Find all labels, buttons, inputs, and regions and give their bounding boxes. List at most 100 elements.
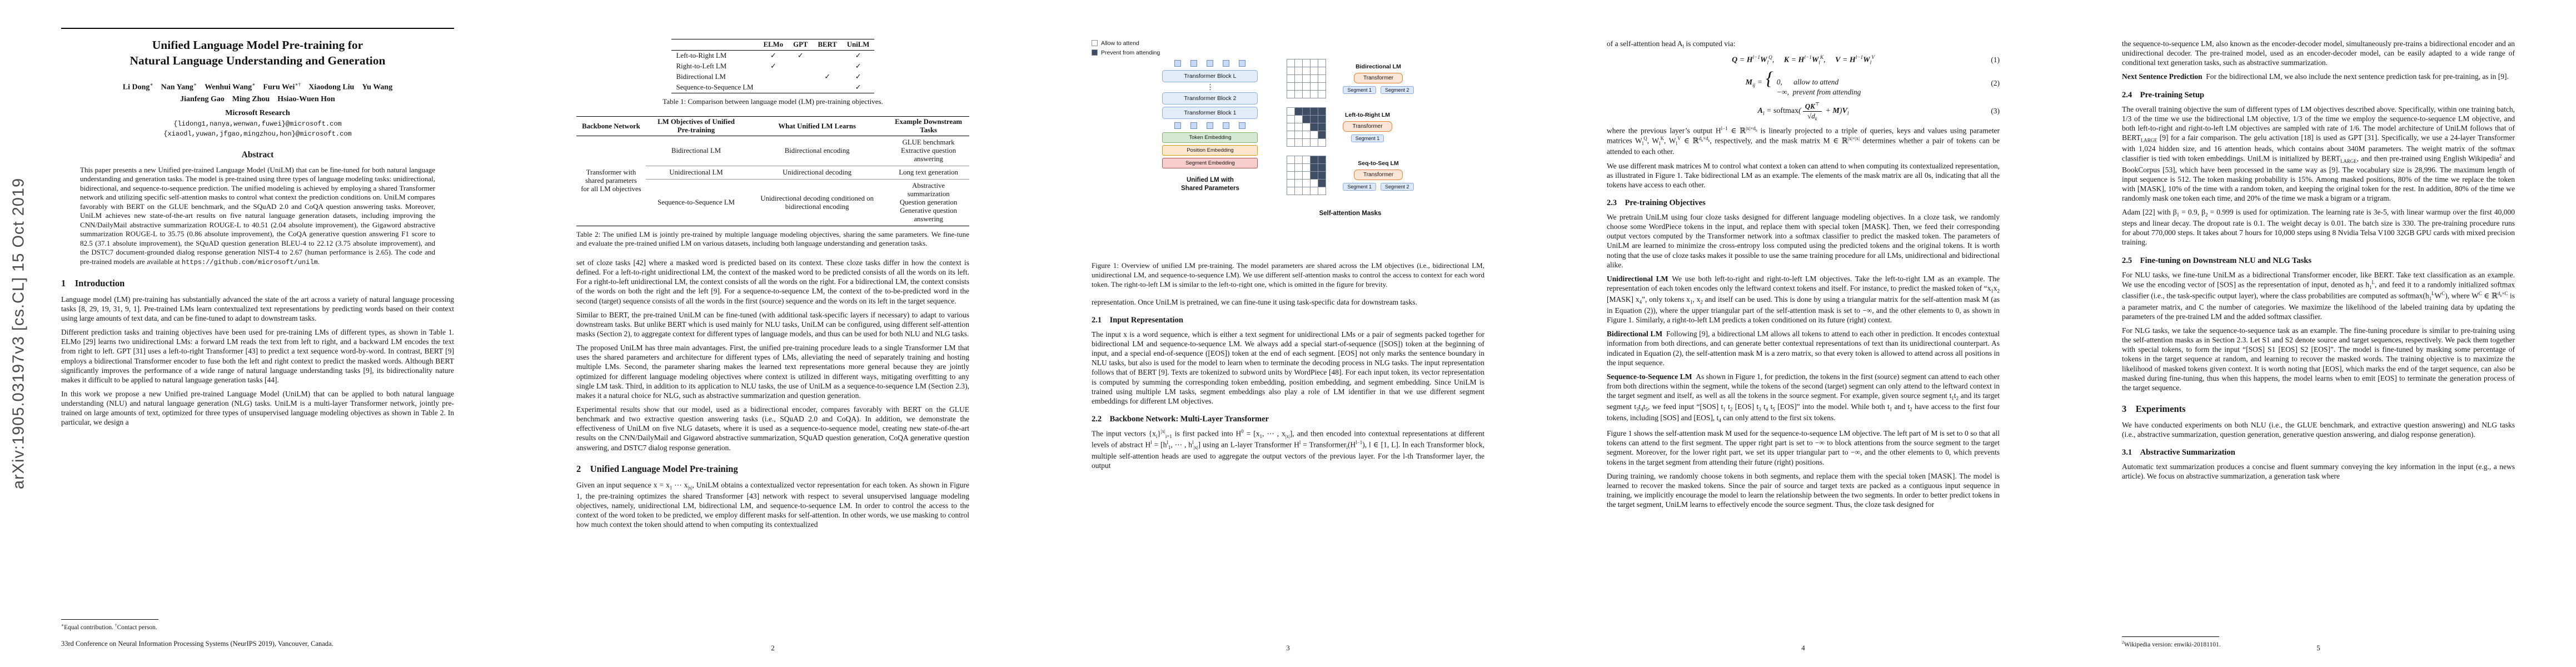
paragraph: In this work we propose a new Unified pr… xyxy=(61,390,454,427)
paragraph: of a self-attention head Al is computed … xyxy=(1607,39,1736,49)
section-heading-unilm-pretraining: 2 Unified Language Model Pre-training xyxy=(576,463,738,474)
table1-header: BERT xyxy=(813,39,842,51)
paragraph: representation. Once UniLM is pretrained… xyxy=(1092,297,1417,306)
check-cell: ✓ xyxy=(855,62,861,70)
page-2: ELMo GPT BERT UniLM Left-to-Right LM ✓ ✓… xyxy=(515,0,1030,667)
table-row: Bidirectional LM ✓ ✓ xyxy=(671,72,875,82)
seq-to-seq-lm-diagram: Seq-to-Seq LM Transformer Segment 1 Segm… xyxy=(1343,160,1414,191)
page-number: 2 xyxy=(771,644,775,652)
page5-footnote-block: 2Wikipedia version: enwiki-20181101. xyxy=(2122,636,2515,648)
token-embedding-bar: Token Embedding xyxy=(1162,132,1258,143)
table2-header: Example Downstream Tasks xyxy=(888,116,969,136)
figure-legend: Allow to attend Prevent from attending xyxy=(1092,39,1160,58)
table-row: Sequence-to-Sequence LM Unidirectional d… xyxy=(576,179,969,226)
check-cell: ✓ xyxy=(841,82,875,93)
subsection-heading-finetuning: 2.5 Fine-tuning on Downstream NLU and NL… xyxy=(2122,256,2311,265)
figure1-caption: Figure 1: Overview of unified LM pre-tra… xyxy=(1092,261,1484,288)
check-cell: ✓ xyxy=(797,52,804,59)
section-heading-introduction: 1 Introduction xyxy=(61,277,125,288)
table1-header: GPT xyxy=(788,39,813,51)
transformer-mini-box: Transformer xyxy=(1343,121,1392,132)
paragraph: We use different mask matrices M to cont… xyxy=(1607,161,2000,189)
segment-2-box: Segment 2 xyxy=(1381,86,1414,94)
check-cell: ✓ xyxy=(824,73,830,81)
check-cell: ✓ xyxy=(770,52,776,59)
page-1: arXiv:1905.03197v3 [cs.CL] 15 Oct 2019 U… xyxy=(0,0,515,667)
paragraph-bidirectional-lm: Bidirectional LM Following [9], a bidire… xyxy=(1607,330,2000,367)
table1-header xyxy=(671,39,759,51)
authors-line-1: Li Dong∗ Nan Yang∗ Wenhui Wang∗ Furu Wei… xyxy=(122,81,393,92)
check-cell xyxy=(813,51,841,62)
check-cell xyxy=(788,61,813,72)
affiliation: Microsoft Research xyxy=(225,108,290,117)
paragraph: set of cloze tasks [42] where a masked w… xyxy=(576,258,969,305)
paragraph: Language model (LM) pre-training has sub… xyxy=(61,295,454,323)
github-link[interactable]: https://github.com/microsoft/unilm xyxy=(182,258,318,266)
table-row: Sequence-to-Sequence LM ✓ xyxy=(671,82,875,93)
transformer-mini-box: Transformer xyxy=(1353,170,1403,180)
paragraph-unidirectional-lm: Unidirectional LM We use both left-to-ri… xyxy=(1607,274,2000,325)
page-number: 5 xyxy=(2316,644,2320,652)
paragraph: The input vectors {xi}|x|i=1 is first pa… xyxy=(1092,428,1485,470)
paper-title: Unified Language Model Pre-training for … xyxy=(61,38,454,69)
paragraph: For NLG tasks, we take the sequence-to-s… xyxy=(2122,326,2515,392)
check-cell xyxy=(759,72,789,82)
segment-1-box: Segment 1 xyxy=(1351,135,1384,142)
paragraph: where the previous layer’s output Hl−1 ∈… xyxy=(1607,126,2000,156)
equation-number: (2) xyxy=(1991,78,2000,87)
paragraph: Automatic text summarization produces a … xyxy=(2122,462,2515,481)
segment-1-box: Segment 1 xyxy=(1343,86,1376,94)
table1-header: UniLM xyxy=(841,39,875,51)
prevent-swatch xyxy=(1092,49,1098,56)
paragraph-next-sentence-prediction: Next Sentence Prediction For the bidirec… xyxy=(2122,72,2509,81)
page-4: of a self-attention head Al is computed … xyxy=(1546,0,2061,667)
paragraph: Experimental results show that our model… xyxy=(576,405,969,452)
paragraph: The overall training objective the sum o… xyxy=(2122,104,2515,203)
table-row: Unidirectional LM Unidirectional decodin… xyxy=(576,166,969,180)
segment-1-box: Segment 1 xyxy=(1343,183,1376,191)
check-cell xyxy=(788,72,813,82)
table-2: Backbone Network LM Objectives of Unifie… xyxy=(576,116,969,226)
page-number: 3 xyxy=(1286,644,1290,652)
allow-swatch xyxy=(1092,40,1098,46)
table-row: Right-to-Left LM ✓ ✓ xyxy=(671,61,875,72)
paragraph: Different prediction tasks and training … xyxy=(61,328,454,384)
arxiv-stamp: arXiv:1905.03197v3 [cs.CL] 15 Oct 2019 xyxy=(9,177,28,490)
subsection-heading-abstractive-summarization: 3.1 Abstractive Summarization xyxy=(2122,448,2235,457)
authors-block: Li Dong∗ Nan Yang∗ Wenhui Wang∗ Furu Wei… xyxy=(61,81,454,139)
subsection-heading-pretraining-objectives: 2.3 Pre-training Objectives xyxy=(1607,198,1706,208)
paragraph: the sequence-to-sequence LM, also known … xyxy=(2122,39,2515,67)
table2-caption: Table 2: The unified LM is jointly pre-t… xyxy=(576,230,969,247)
check-cell xyxy=(758,82,789,93)
paragraph: We pretrain UniLM using four cloze tasks… xyxy=(1607,213,2000,269)
paragraph: For NLU tasks, we fine-tune UniLM as a b… xyxy=(2122,270,2515,321)
table2-header: LM Objectives of Unified Pre-training xyxy=(646,116,747,136)
authors-line-2: Jianfeng Gao Ming Zhou Hsiao-Wuen Hon xyxy=(180,94,335,103)
unified-lm-stack: Transformer Block L ⋮ Transformer Block … xyxy=(1162,59,1258,253)
check-cell xyxy=(813,61,841,72)
subsection-heading-input-representation: 2.1 Input Representation xyxy=(1092,315,1183,325)
masks-caption: Self-attention Masks xyxy=(1319,210,1382,217)
segment-embedding-bar: Segment Embedding xyxy=(1162,158,1258,169)
seq-to-seq-mask-grid xyxy=(1287,156,1327,195)
title-rule xyxy=(61,28,454,29)
footnote: ∗Equal contribution. †Contact person. xyxy=(61,623,157,631)
stack-caption: Unified LM with Shared Parameters xyxy=(1181,177,1239,192)
position-embedding-bar: Position Embedding xyxy=(1162,145,1258,156)
subsection-heading-pretraining-setup: 2.4 Pre-training Setup xyxy=(2122,90,2204,99)
subsection-heading-backbone-network: 2.2 Backbone Network: Multi-Layer Transf… xyxy=(1092,414,1269,424)
equation-number: (1) xyxy=(1991,55,2000,64)
title-line-1: Unified Language Model Pre-training for xyxy=(152,38,363,52)
objective-row-left-to-right: Left-to-Right LM Transformer Segment 1 xyxy=(1287,107,1413,147)
conference-footer: 33rd Conference on Neural Information Pr… xyxy=(61,640,333,648)
table-1: ELMo GPT BERT UniLM Left-to-Right LM ✓ ✓… xyxy=(671,39,875,93)
title-line-2: Natural Language Understanding and Gener… xyxy=(129,53,386,67)
page-number: 4 xyxy=(1801,644,1805,652)
paragraph: We have conducted experiments on both NL… xyxy=(2122,420,2515,439)
email-line-1: {lidong1,nanya,wenwan,fuwei}@microsoft.c… xyxy=(173,120,342,128)
equation-2: Mij ={0, allow to attend−∞, prevent from… xyxy=(1745,68,2000,97)
table2-header: What Unified LM Learns xyxy=(746,116,888,136)
transformer-mini-box: Transformer xyxy=(1353,73,1403,83)
paragraph: Adam [22] with β1 = 0.9, β2 = 0.999 is u… xyxy=(2122,208,2515,247)
